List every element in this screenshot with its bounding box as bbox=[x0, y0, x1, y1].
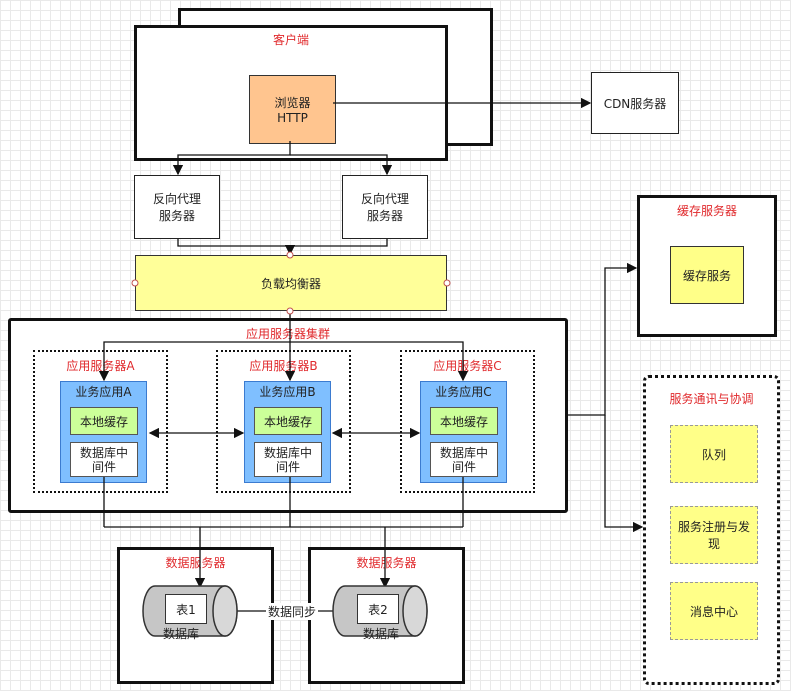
proxy-label: 反向代理 服务器 bbox=[152, 192, 201, 223]
db-middleware-label: 数据库中 间件 bbox=[79, 445, 128, 474]
load-balancer-label: 负载均衡器 bbox=[260, 276, 321, 291]
app-server-title: 应用服务器C bbox=[433, 359, 502, 373]
data-server-title: 数据服务器 bbox=[165, 556, 226, 570]
reverse-proxy-left[interactable]: 反向代理 服务器 bbox=[134, 175, 220, 239]
database-2-label: 数据库 bbox=[363, 627, 400, 641]
load-balancer-node[interactable]: 负载均衡器 bbox=[135, 255, 447, 311]
app-server-title: 应用服务器B bbox=[249, 359, 318, 373]
data-server-title: 数据服务器 bbox=[356, 556, 417, 570]
database-1-label: 数据库 bbox=[163, 627, 200, 641]
table-2-node[interactable]: 表2 bbox=[357, 594, 399, 624]
queue-label: 队列 bbox=[701, 447, 726, 462]
business-app-label: 业务应用A bbox=[75, 385, 132, 399]
cache-service-label: 缓存服务 bbox=[682, 268, 731, 283]
client-box: 客户端 浏览器 HTTP bbox=[134, 25, 448, 161]
message-center-label: 消息中心 bbox=[689, 604, 738, 619]
table-1-node[interactable]: 表1 bbox=[165, 594, 207, 624]
local-cache-label: 本地缓存 bbox=[263, 414, 312, 429]
local-cache-label: 本地缓存 bbox=[79, 414, 128, 429]
app-server-title: 应用服务器A bbox=[66, 359, 135, 373]
message-center-node[interactable]: 消息中心 bbox=[670, 582, 758, 640]
browser-protocol: HTTP bbox=[277, 111, 308, 125]
business-app-label: 业务应用B bbox=[259, 385, 316, 399]
table-1-label: 表1 bbox=[176, 602, 196, 617]
data-sync-label: 数据同步 bbox=[266, 603, 319, 620]
table-2-label: 表2 bbox=[368, 602, 388, 617]
coordination-box: 服务通讯与协调 队列 服务注册与发 现 消息中心 bbox=[643, 375, 780, 685]
local-cache-c[interactable]: 本地缓存 bbox=[430, 407, 498, 435]
proxy-label: 反向代理 服务器 bbox=[360, 192, 409, 223]
cluster-coordination-link bbox=[604, 415, 644, 533]
coordination-title: 服务通讯与协调 bbox=[669, 392, 754, 406]
cdn-label: CDN服务器 bbox=[603, 96, 667, 111]
db-middleware-b[interactable]: 数据库中 间件 bbox=[254, 442, 322, 477]
db-middleware-c[interactable]: 数据库中 间件 bbox=[430, 442, 498, 477]
service-registry-label: 服务注册与发 现 bbox=[677, 520, 750, 551]
cdn-server-node[interactable]: CDN服务器 bbox=[591, 72, 679, 134]
browser-label: 浏览器 bbox=[274, 96, 311, 110]
proxy-lb-right-link bbox=[290, 239, 388, 247]
client-title: 客户端 bbox=[272, 33, 309, 47]
db-middleware-label: 数据库中 间件 bbox=[263, 445, 312, 474]
service-registry-node[interactable]: 服务注册与发 现 bbox=[670, 506, 758, 564]
cluster-title: 应用服务器集群 bbox=[245, 327, 330, 341]
queue-node[interactable]: 队列 bbox=[670, 425, 758, 483]
cluster-cache-link bbox=[568, 262, 638, 416]
db-middleware-label: 数据库中 间件 bbox=[439, 445, 488, 474]
cache-server-title: 缓存服务器 bbox=[676, 204, 737, 218]
local-cache-b[interactable]: 本地缓存 bbox=[254, 407, 322, 435]
browser-node[interactable]: 浏览器 HTTP bbox=[249, 75, 336, 144]
cache-service-node[interactable]: 缓存服务 bbox=[670, 246, 744, 304]
business-app-label: 业务应用C bbox=[435, 385, 492, 399]
db-middleware-a[interactable]: 数据库中 间件 bbox=[70, 442, 138, 477]
local-cache-a[interactable]: 本地缓存 bbox=[70, 407, 138, 435]
reverse-proxy-right[interactable]: 反向代理 服务器 bbox=[342, 175, 428, 239]
proxy-lb-left-link bbox=[177, 239, 296, 256]
cache-server-box: 缓存服务器 缓存服务 bbox=[637, 195, 777, 337]
local-cache-label: 本地缓存 bbox=[439, 414, 488, 429]
